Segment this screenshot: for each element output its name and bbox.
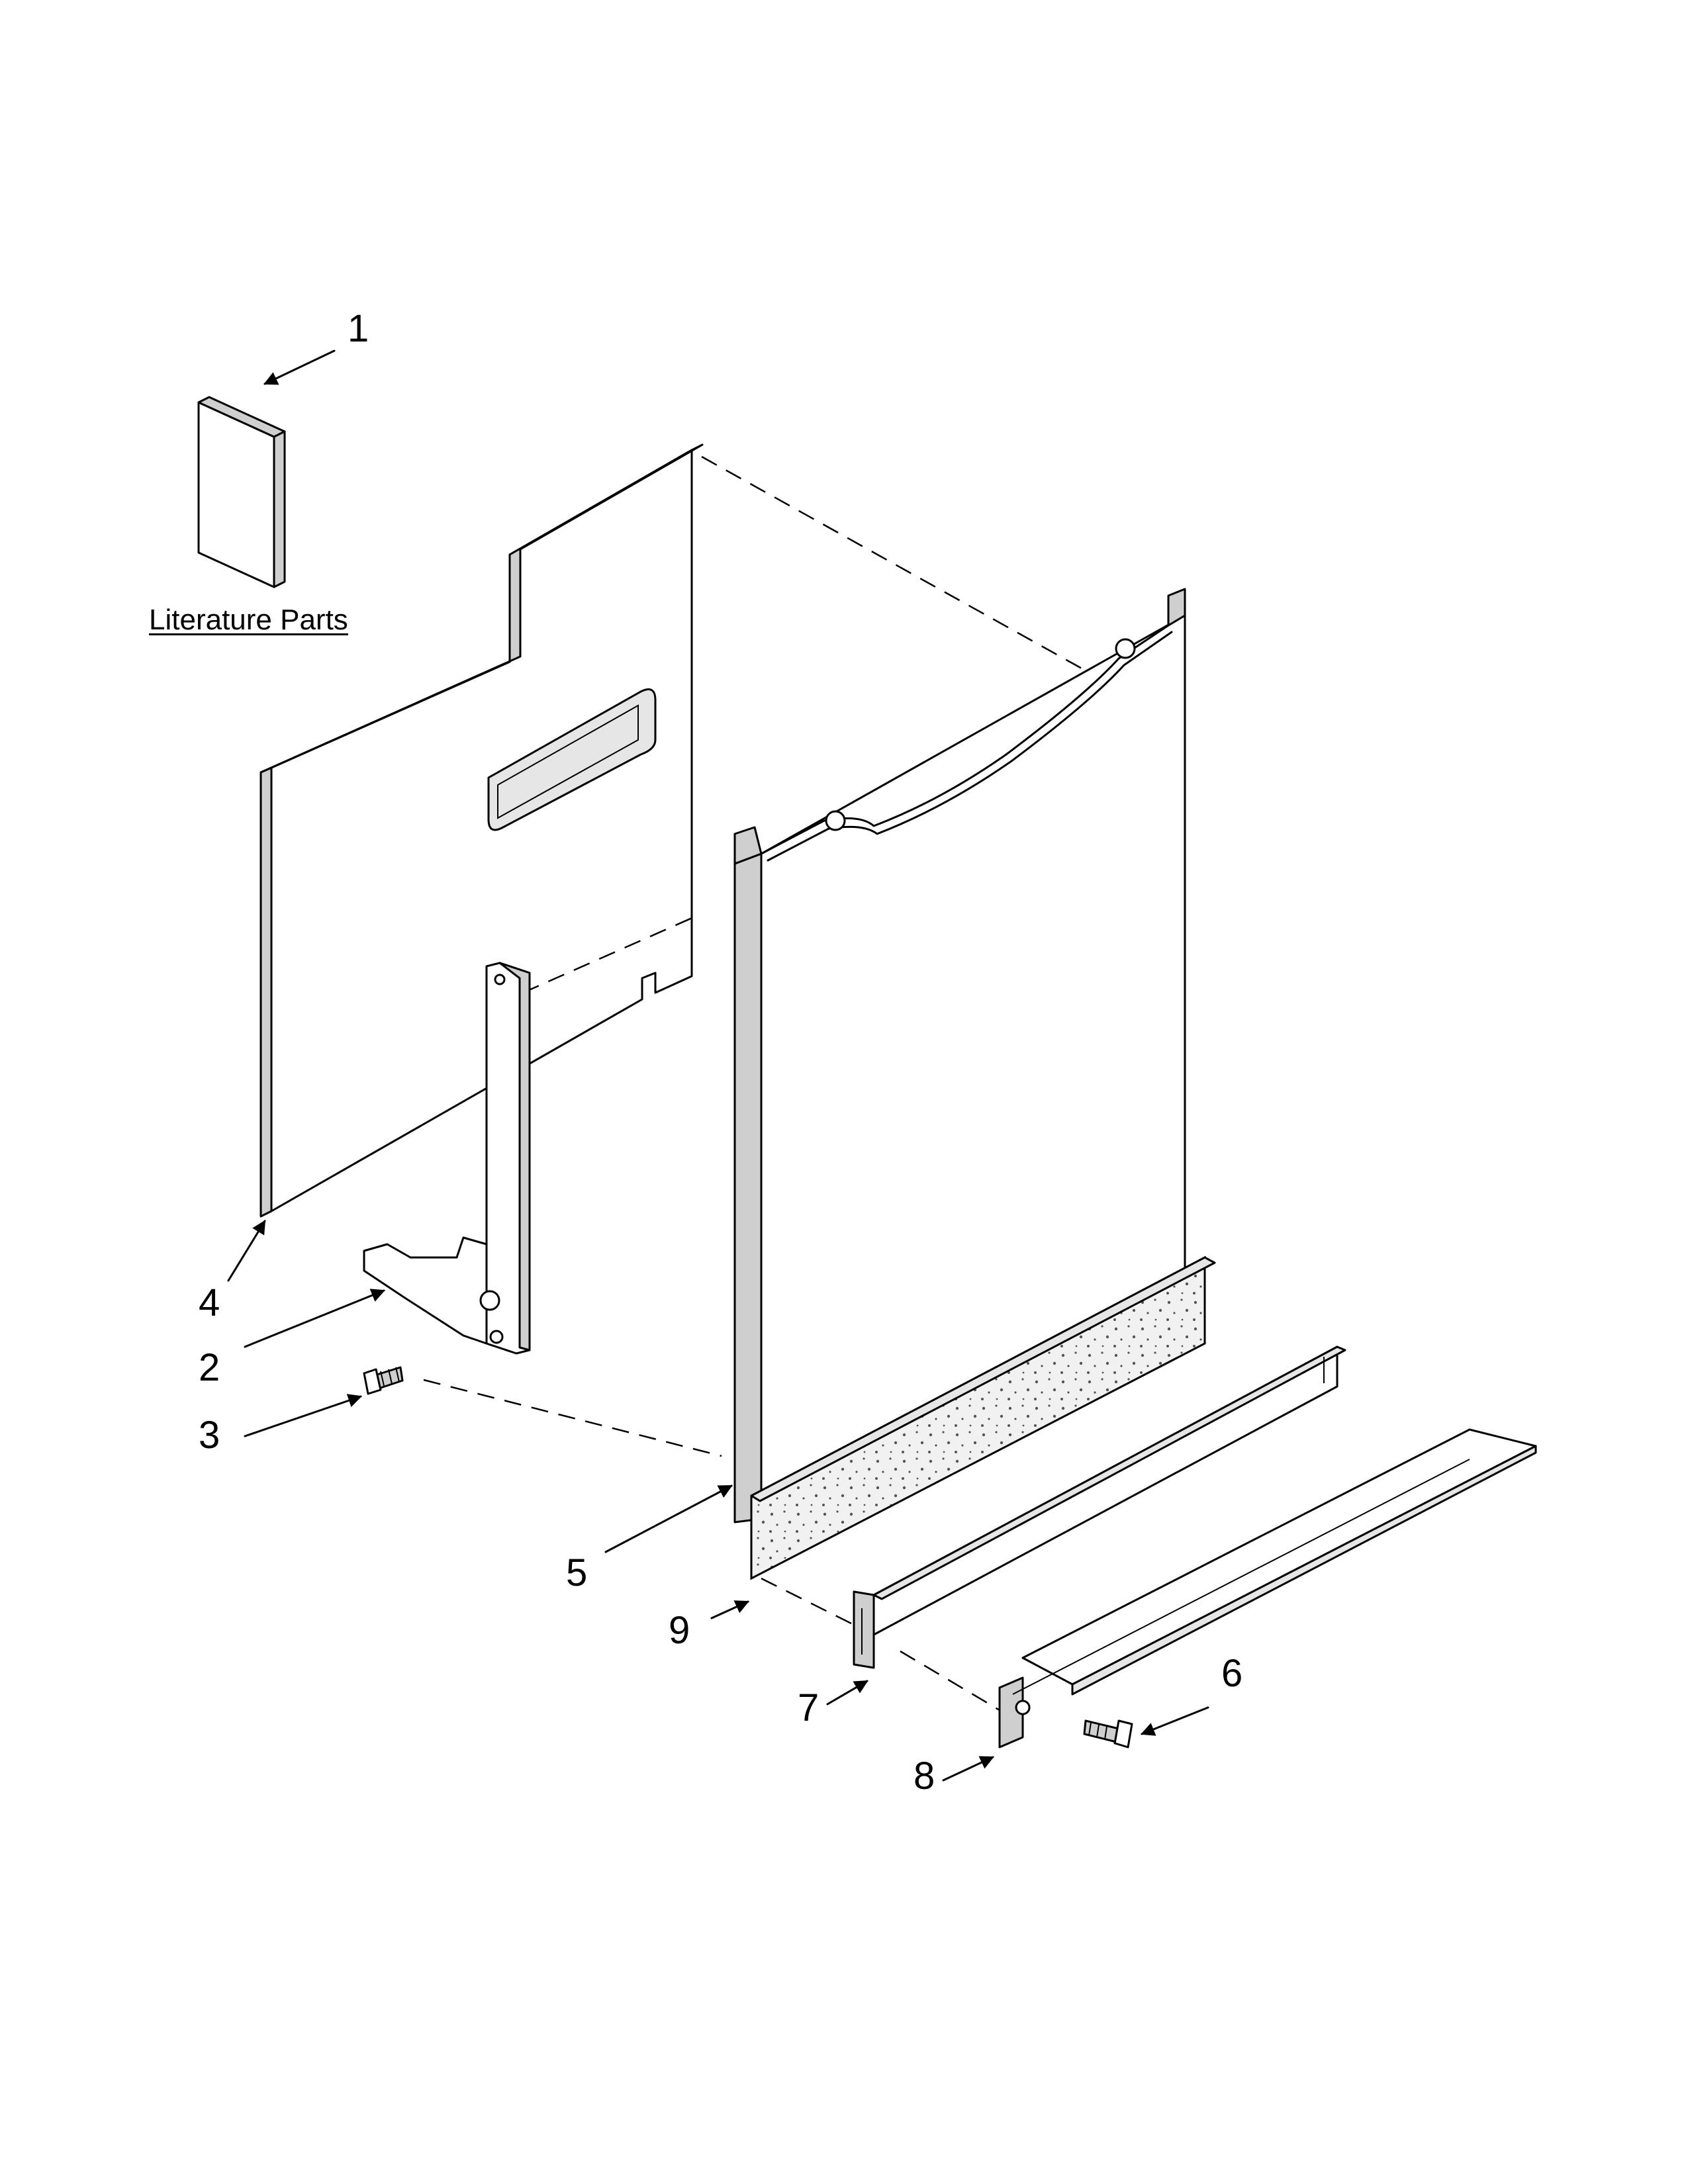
front-door-panel (733, 588, 1186, 1524)
screw-item-6 (1083, 1719, 1133, 1749)
support-rail (998, 1428, 1537, 1749)
hinge-bracket (363, 962, 531, 1355)
literature-booklet (197, 396, 286, 588)
leader-arrow-3 (244, 1394, 362, 1437)
callout-6: 6 (1221, 1652, 1243, 1695)
callout-2: 2 (199, 1346, 220, 1389)
leader-arrow-9 (710, 1600, 749, 1619)
callout-3: 3 (199, 1414, 220, 1457)
leader-arrows (227, 349, 1209, 1782)
callout-9: 9 (669, 1609, 690, 1652)
callout-4: 4 (199, 1281, 220, 1324)
leader-arrow-7 (826, 1680, 868, 1706)
callout-7: 7 (798, 1686, 820, 1729)
leader-arrow-5 (604, 1484, 733, 1553)
foam-insulation-strip (750, 1255, 1216, 1580)
assembly-guide-lines (423, 455, 1106, 1715)
leader-arrow-1 (263, 349, 336, 385)
leader-arrow-8 (942, 1756, 994, 1782)
side-panel (259, 443, 704, 1218)
callout-1: 1 (348, 307, 369, 350)
callout-5: 5 (566, 1551, 588, 1594)
leader-arrow-2 (244, 1289, 385, 1348)
literature-parts-label: Literature Parts (149, 604, 348, 636)
screw-item-3 (363, 1366, 404, 1395)
leader-arrow-6 (1141, 1706, 1209, 1736)
callout-8: 8 (914, 1754, 935, 1797)
leader-arrow-4 (227, 1220, 266, 1282)
toe-kick-panel (853, 1345, 1346, 1669)
